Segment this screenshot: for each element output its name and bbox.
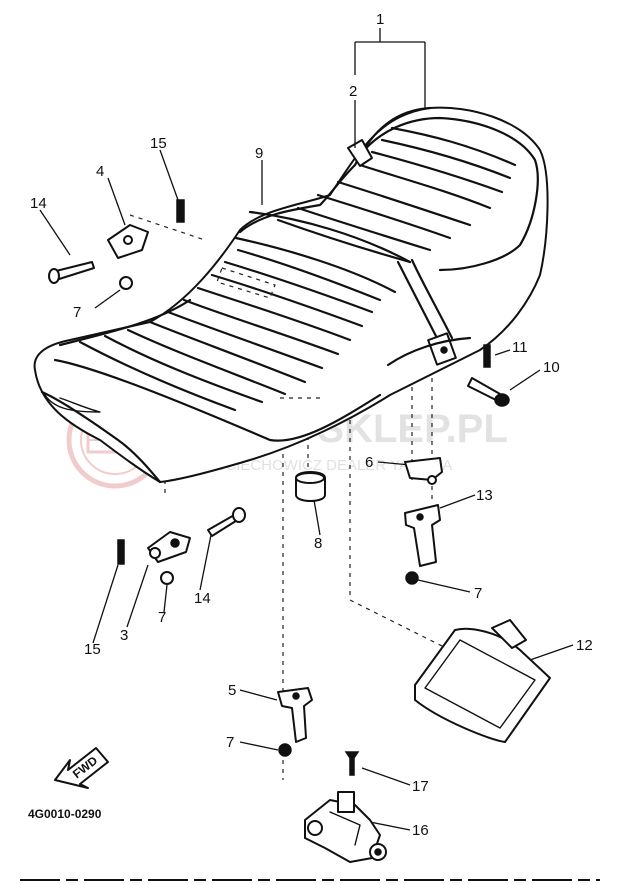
callout-8: 8 xyxy=(314,535,322,552)
callout-11: 11 xyxy=(512,339,528,356)
callout-9: 9 xyxy=(255,145,263,162)
callout-14-lower: 14 xyxy=(194,590,211,607)
callout-3: 3 xyxy=(120,627,128,644)
callout-16: 16 xyxy=(412,822,429,839)
callout-7-upper: 7 xyxy=(73,304,81,321)
callout-5: 5 xyxy=(228,682,236,699)
parts xyxy=(48,199,551,863)
callout-15-upper: 15 xyxy=(150,135,167,152)
part-10-bolt xyxy=(467,377,501,401)
callout-10: 10 xyxy=(543,359,560,376)
part-15-pin-upper xyxy=(176,199,185,223)
part-5-hook xyxy=(277,687,313,743)
callout-13: 13 xyxy=(476,487,493,504)
fwd-arrow-icon: FWD xyxy=(54,747,109,789)
callout-7-lower-left: 7 xyxy=(158,609,166,626)
callout-6: 6 xyxy=(365,454,373,471)
part-7-nut-right xyxy=(405,571,419,585)
callout-labels: 1 2 9 15 4 14 7 11 10 6 13 8 7 12 14 7 3… xyxy=(30,11,593,839)
seat-assembly xyxy=(33,106,549,484)
part-17-screw xyxy=(344,751,360,776)
part-12-tray xyxy=(414,627,551,743)
part-code: 4G0010-0290 xyxy=(28,807,102,821)
part-6-bracket xyxy=(404,457,443,481)
callout-7-bottom: 7 xyxy=(226,734,234,751)
callout-7-right: 7 xyxy=(474,585,482,602)
watermark-tagline: WOJCIECHOWICZ DEALER YAMAHA xyxy=(192,457,452,474)
callout-12: 12 xyxy=(576,637,593,654)
leader-lines xyxy=(39,149,574,831)
part-15-pin-lower xyxy=(117,539,125,565)
callout-1-bracket xyxy=(354,28,426,148)
part-11-pin xyxy=(483,344,491,368)
part-13-latch xyxy=(404,504,441,567)
callout-17: 17 xyxy=(412,778,429,795)
part-7-nut-bottom xyxy=(278,743,292,757)
callout-15-lower: 15 xyxy=(84,641,101,658)
part-7-nut-upper xyxy=(119,276,133,290)
part-7-nut-lower-left xyxy=(160,571,174,585)
callout-4: 4 xyxy=(96,163,104,180)
callout-14-upper: 14 xyxy=(30,195,47,212)
callout-2: 2 xyxy=(349,83,357,100)
callout-1: 1 xyxy=(376,11,384,28)
